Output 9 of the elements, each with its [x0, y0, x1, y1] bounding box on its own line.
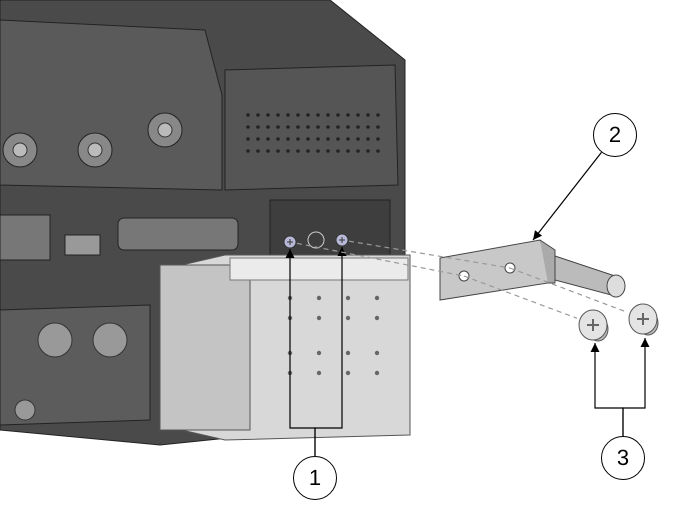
- callout-number: 1: [293, 456, 337, 500]
- leader-line: [532, 152, 602, 240]
- alignment-line: [510, 267, 626, 312]
- callout-number: 3: [601, 436, 645, 480]
- alignment-line: [348, 240, 510, 269]
- callout-number: 2: [593, 113, 637, 157]
- leader-line: [622, 338, 650, 436]
- alignment-line: [464, 275, 578, 319]
- leader-line: [314, 247, 346, 456]
